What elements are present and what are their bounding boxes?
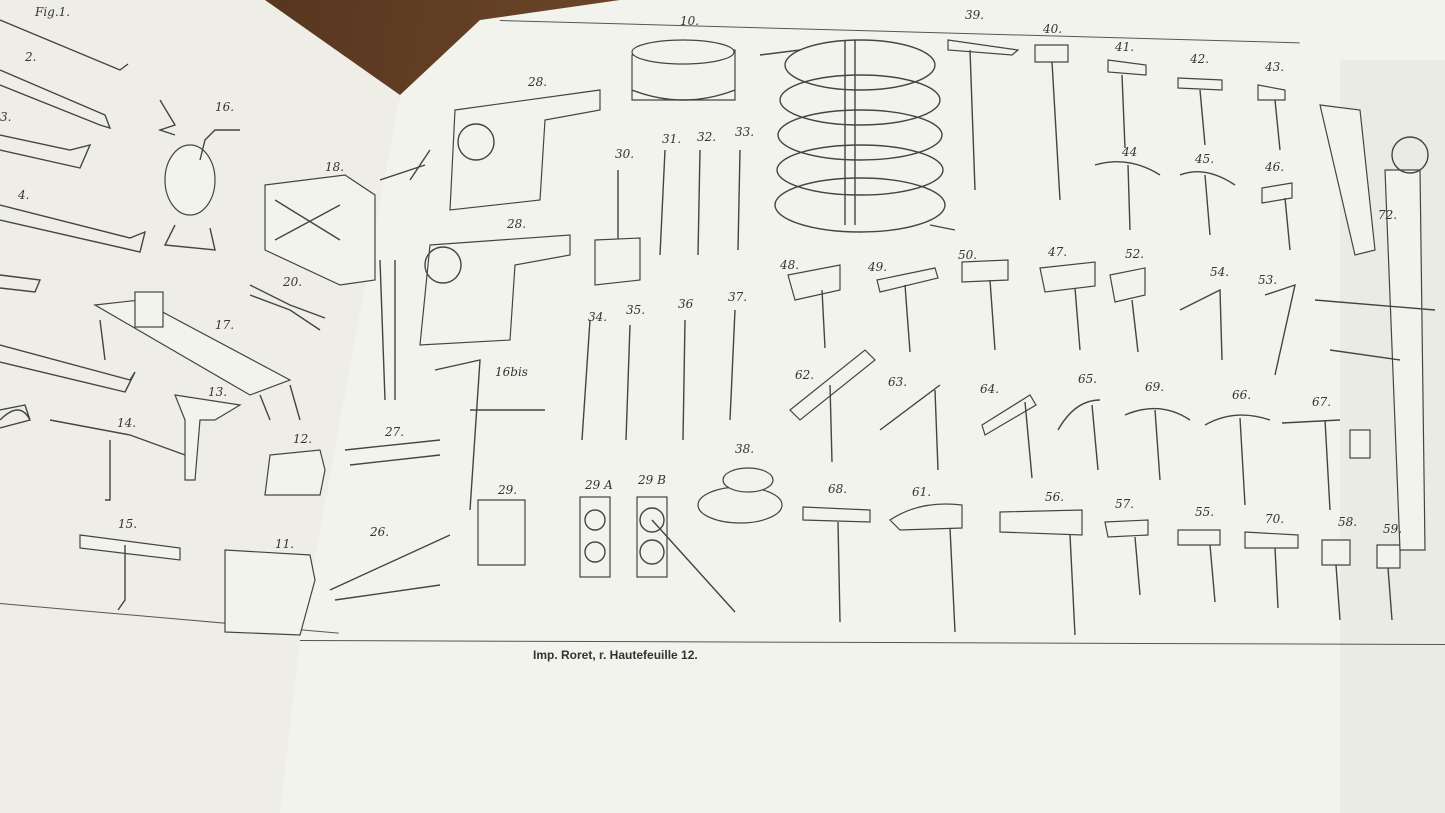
figure-label: 61. [912, 485, 932, 499]
figure-label: 69. [1145, 380, 1165, 394]
figure-label: 39. [965, 8, 985, 22]
figure-label: 43. [1265, 60, 1285, 74]
figure-label: 17. [215, 318, 235, 332]
figure-label: 36 [678, 297, 694, 311]
figure-label: 49. [868, 260, 888, 274]
figure-label: 68. [828, 482, 848, 496]
figure-label: 26. [370, 525, 390, 539]
figure-label: 63. [888, 375, 908, 389]
figure-label: Fig.1. [35, 5, 71, 19]
figure-label: 10. [680, 14, 700, 28]
figure-label: 13. [208, 385, 228, 399]
figure-label: 28. [528, 75, 548, 89]
tongs-right-drawings [329, 149, 545, 601]
hammers-drawings [787, 39, 1401, 636]
pliers-drawing [249, 284, 326, 331]
figure-label: 29. [498, 483, 518, 497]
figure-label: 46. [1265, 160, 1285, 174]
figure-label: 64. [980, 382, 1000, 396]
crucible-drawing [631, 39, 736, 101]
figure-label: 42. [1190, 52, 1210, 66]
figure-label: 29 A [585, 478, 613, 492]
figure-label: 31. [662, 132, 682, 146]
figure-label: 70. [1265, 512, 1285, 526]
figure-label: 72. [1378, 208, 1398, 222]
coil-drawing [759, 39, 956, 233]
figure-label: 20. [283, 275, 303, 289]
figure-label: 47. [1048, 245, 1068, 259]
punches-drawings [581, 149, 741, 441]
figure-label: 45. [1195, 152, 1215, 166]
figure-label: 11. [275, 537, 295, 551]
figure-label: 37. [728, 290, 748, 304]
anvil-stake-drawings [0, 394, 326, 636]
figure-label: 48. [780, 258, 800, 272]
figure-label: 59. [1383, 522, 1403, 536]
large-machine-drawing [1314, 104, 1436, 551]
figure-label: 50. [958, 248, 978, 262]
figure-label: 32. [697, 130, 717, 144]
figure-label: 28. [507, 217, 527, 231]
gear-mechanism-drawings [477, 496, 736, 613]
figure-label: 18. [325, 160, 345, 174]
bench-drawing [93, 291, 301, 421]
pulley-drawing [697, 467, 783, 524]
figure-label: 40. [1043, 22, 1063, 36]
figure-label: 16. [215, 100, 235, 114]
figure-label: 58. [1338, 515, 1358, 529]
figure-label: 65. [1078, 372, 1098, 386]
figure-label: 15. [118, 517, 138, 531]
figure-label: 30. [615, 147, 635, 161]
figure-label: 44 [1122, 145, 1138, 159]
figure-label: 3. [0, 110, 12, 124]
figure-label: 33. [735, 125, 755, 139]
vise-machine-drawings [419, 89, 601, 346]
figure-label: 16bis [495, 365, 528, 379]
figure-label: 62. [795, 368, 815, 382]
figure-label: 29 B [638, 473, 666, 487]
figure-label: 67. [1312, 395, 1332, 409]
figure-label: 34. [588, 310, 608, 324]
figure-label: 56. [1045, 490, 1065, 504]
grinding-wheel-drawing [157, 99, 240, 251]
figure-label: 27. [385, 425, 405, 439]
figure-label: 57. [1115, 497, 1135, 511]
figure-label: 14. [117, 416, 137, 430]
figure-label: 2. [25, 50, 37, 64]
figure-label: 66. [1232, 388, 1252, 402]
figure-label: 55. [1195, 505, 1215, 519]
figure-label: 53. [1258, 273, 1278, 287]
printer-imprint: Imp. Roret, r. Hautefeuille 12. [533, 648, 698, 662]
figure-label: 54. [1210, 265, 1230, 279]
forge-box-drawing [264, 174, 376, 286]
figure-label: 52. [1125, 247, 1145, 261]
figure-label: 41. [1115, 40, 1135, 54]
tongs-drawings [0, 19, 147, 429]
figure-label: 12. [293, 432, 313, 446]
figure-label: 4. [18, 188, 30, 202]
figure-label: 38. [735, 442, 755, 456]
figure-label: 35. [626, 303, 646, 317]
